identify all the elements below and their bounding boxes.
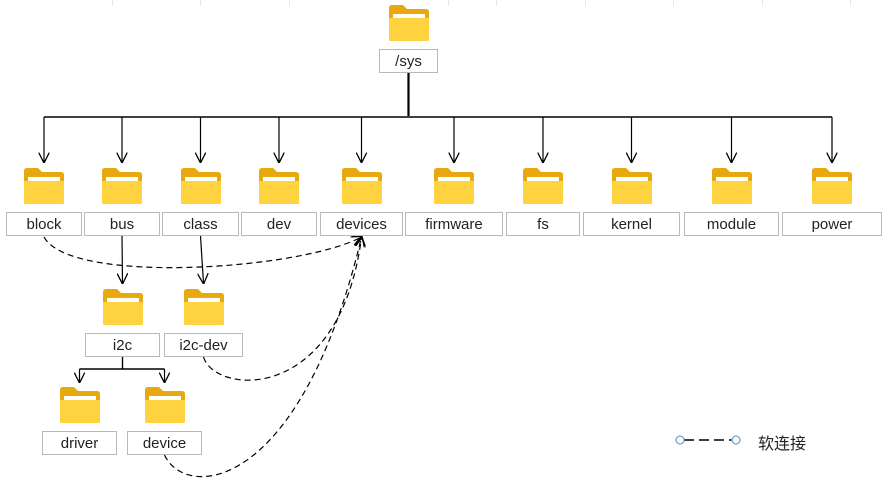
folder-icon	[23, 167, 65, 205]
folder-label-fs[interactable]: fs	[506, 212, 580, 236]
folder-icon	[183, 288, 225, 326]
grid-tick	[289, 0, 290, 6]
folder-label-device[interactable]: device	[127, 431, 202, 455]
grid-tick	[762, 0, 763, 6]
folder-icon	[711, 167, 753, 205]
tree-edge-arrow	[201, 235, 204, 283]
folder-icon	[101, 167, 143, 205]
folder-icon	[611, 167, 653, 205]
folder-label-firmware[interactable]: firmware	[405, 212, 503, 236]
grid-tick	[496, 0, 497, 6]
soft-link-i2c-dev	[202, 237, 362, 381]
folder-label-class[interactable]: class	[162, 212, 239, 236]
grid-tick	[200, 0, 201, 6]
folder-icon	[258, 167, 300, 205]
folder-label-root[interactable]: /sys	[379, 49, 438, 73]
folder-icon	[341, 167, 383, 205]
grid-tick	[585, 0, 586, 6]
folder-label-bus[interactable]: bus	[84, 212, 160, 236]
folder-label-i2c[interactable]: i2c	[85, 333, 160, 357]
folder-icon	[102, 288, 144, 326]
folder-label-power[interactable]: power	[782, 212, 882, 236]
soft-link-device	[163, 237, 362, 478]
grid-tick	[850, 0, 851, 6]
dashed-link-icon	[675, 435, 741, 445]
folder-icon	[388, 4, 430, 42]
tree-edge-arrow	[122, 235, 123, 283]
soft-link-block	[43, 237, 362, 269]
folder-icon	[144, 386, 186, 424]
folder-icon	[811, 167, 853, 205]
grid-tick	[112, 0, 113, 6]
folder-label-devices[interactable]: devices	[320, 212, 403, 236]
folder-label-i2c-dev[interactable]: i2c-dev	[164, 333, 243, 357]
folder-label-dev[interactable]: dev	[241, 212, 317, 236]
grid-tick	[448, 0, 449, 6]
folder-label-module[interactable]: module	[684, 212, 779, 236]
legend-label: 软连接	[758, 434, 807, 453]
folder-icon	[522, 167, 564, 205]
folder-icon	[180, 167, 222, 205]
folder-label-driver[interactable]: driver	[42, 431, 117, 455]
folder-icon	[59, 386, 101, 424]
folder-icon	[433, 167, 475, 205]
folder-label-kernel[interactable]: kernel	[583, 212, 680, 236]
folder-label-block[interactable]: block	[6, 212, 82, 236]
grid-tick	[673, 0, 674, 6]
